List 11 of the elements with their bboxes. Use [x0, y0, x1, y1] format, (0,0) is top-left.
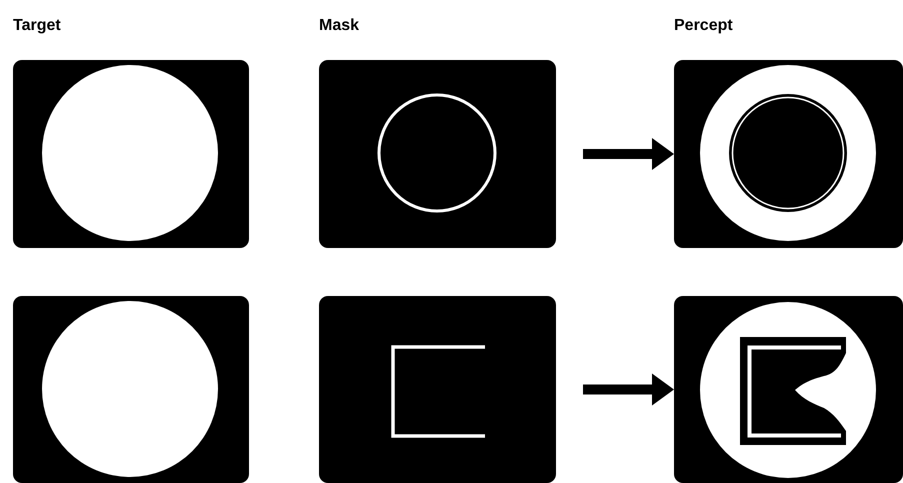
- picture-panel: [674, 60, 903, 248]
- picture-panel: [13, 296, 249, 483]
- column-heading: Target: [13, 17, 61, 35]
- picture-panel: [674, 296, 903, 483]
- column-heading: Mask: [319, 17, 360, 35]
- arrow: [583, 374, 674, 406]
- picture-panel: [319, 296, 556, 483]
- arrow: [583, 138, 674, 170]
- column-heading: Percept: [674, 17, 733, 35]
- picture-panel: [13, 60, 249, 248]
- picture-panel: [319, 60, 556, 248]
